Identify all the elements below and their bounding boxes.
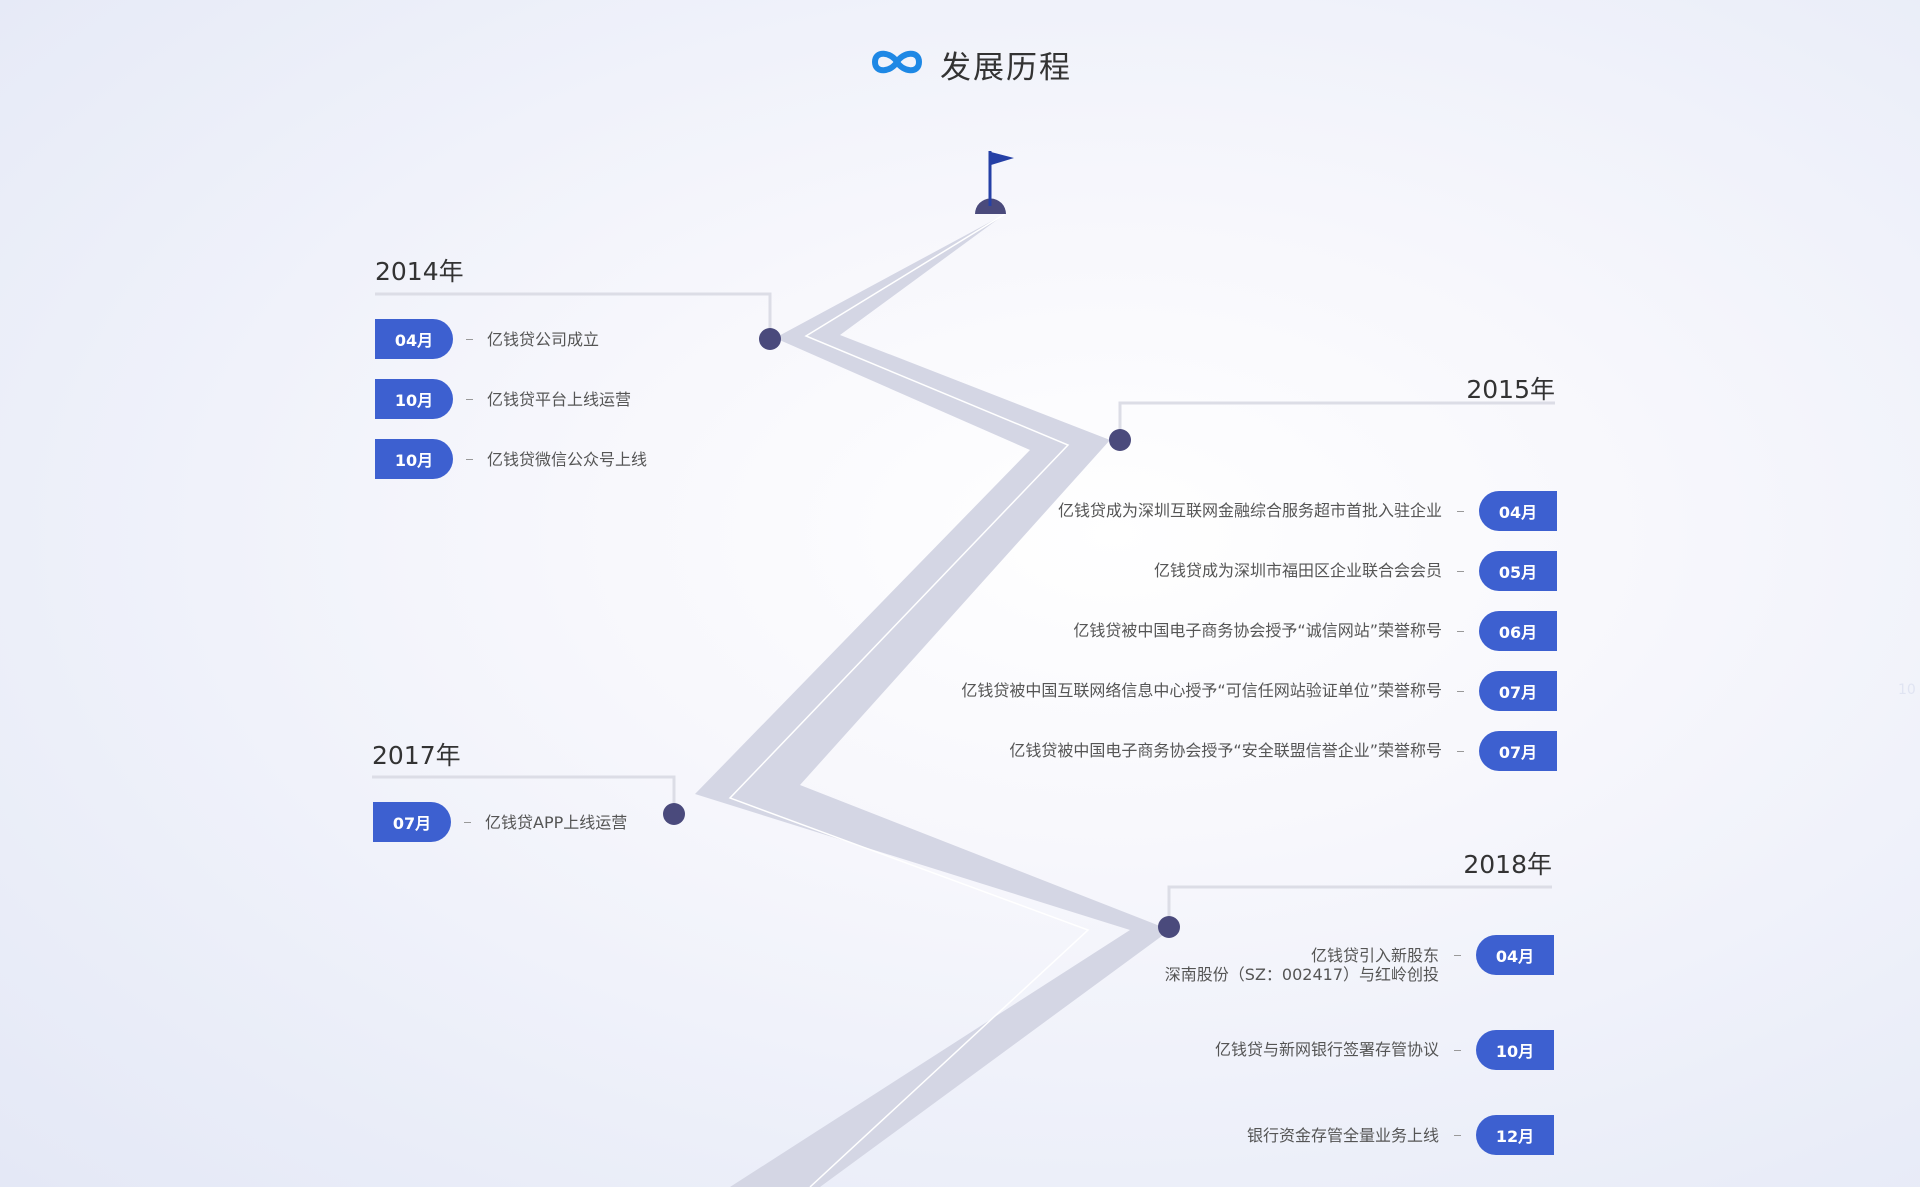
timeline-node-2018 [1158, 916, 1180, 938]
timeline-node-2014 [759, 328, 781, 350]
year-label-2014: 2014年 [375, 257, 464, 286]
separator-dash [466, 459, 473, 460]
flag-icon [975, 151, 1014, 214]
event-text-line2: 深南股份（SZ：002417）与红岭创投 [1164, 965, 1439, 984]
connector-2014 [375, 292, 772, 338]
year-label-2017: 2017年 [372, 741, 461, 770]
connector-2017 [372, 775, 676, 814]
infinity-logo-icon [872, 50, 922, 74]
separator-dash [1457, 751, 1464, 752]
separator-dash [1454, 955, 1461, 956]
separator-dash [1454, 1135, 1461, 1136]
month-badge: 10月 [375, 379, 453, 419]
event-text: 亿钱贷与新网银行签署存管协议 [1214, 1040, 1439, 1059]
event-text: 亿钱贷微信公众号上线 [487, 450, 648, 469]
month-badge: 07月 [373, 802, 451, 842]
month-badge: 12月 [1476, 1115, 1554, 1155]
connector-2015 [1118, 401, 1555, 440]
event-text: 银行资金存管全量业务上线 [1246, 1126, 1439, 1145]
month-badge: 06月 [1479, 611, 1557, 651]
event-text: 亿钱贷公司成立 [487, 330, 600, 349]
year-label-2018: 2018年 [1463, 850, 1552, 879]
month-badge: 04月 [375, 319, 453, 359]
month-badge: 04月 [1476, 935, 1554, 975]
month-badge: 10月 [375, 439, 453, 479]
month-badge: 07月 [1479, 731, 1557, 771]
separator-dash [1457, 631, 1464, 632]
page-title: 发展历程 [940, 50, 1072, 86]
road-band [695, 214, 1170, 1187]
header: 发展历程 [0, 0, 1920, 130]
event-text: 亿钱贷被中国电子商务协会授予“安全联盟信誉企业”荣誉称号 [1009, 741, 1442, 760]
timeline-node-2015 [1109, 429, 1131, 451]
separator-dash [1457, 511, 1464, 512]
event-text: 亿钱贷被中国电子商务协会授予“诚信网站”荣誉称号 [1073, 621, 1442, 640]
event-text: 亿钱贷成为深圳互联网金融综合服务超市首批入驻企业 [1057, 501, 1442, 520]
separator-dash [1454, 1050, 1461, 1051]
month-badge: 10月 [1476, 1030, 1554, 1070]
separator-dash [1457, 571, 1464, 572]
separator-dash [464, 822, 471, 823]
event-text: 亿钱贷被中国互联网络信息中心授予“可信任网站验证单位”荣誉称号 [961, 681, 1442, 700]
separator-dash [1457, 691, 1464, 692]
separator-dash [466, 339, 473, 340]
separator-dash [466, 399, 473, 400]
event-text: 亿钱贷APP上线运营 [485, 813, 628, 832]
month-badge: 04月 [1479, 491, 1557, 531]
event-text: 亿钱贷平台上线运营 [487, 390, 632, 409]
road-centerline [728, 213, 1090, 1187]
event-text: 亿钱贷成为深圳市福田区企业联合会会员 [1153, 561, 1442, 580]
connector-2018 [1167, 885, 1552, 927]
month-badge: 07月 [1479, 671, 1557, 711]
month-badge: 05月 [1479, 551, 1557, 591]
timeline-node-2017 [663, 803, 685, 825]
edge-hint-text: 10 [1898, 682, 1916, 698]
event-text: 亿钱贷引入新股东 [1310, 946, 1439, 965]
year-label-2015: 2015年 [1466, 375, 1555, 404]
